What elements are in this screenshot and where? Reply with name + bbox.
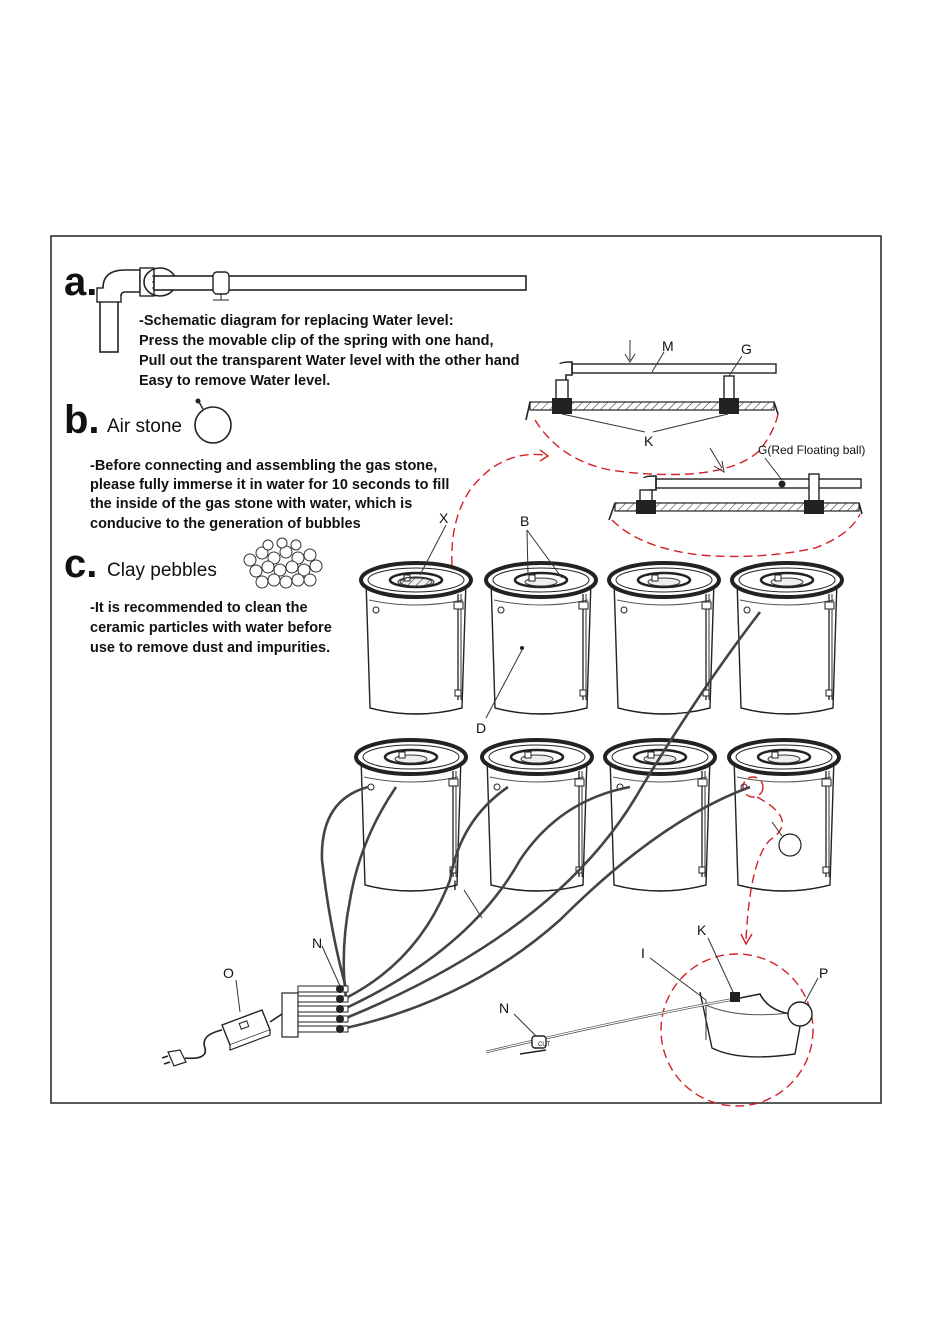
section-a-text: -Schematic diagram for replacing Water l… [139, 313, 520, 389]
airstone-detail-highlight [660, 953, 814, 1107]
section-c-title: Clay pebbles [107, 560, 217, 581]
diagram-frame [50, 235, 882, 1104]
air-tubes [320, 611, 762, 1030]
label-k-detail: K [697, 922, 707, 938]
bucket-row-bottom [354, 738, 841, 946]
bucket-7 [603, 738, 717, 893]
section-b-line-4: conducive to the generation of bubbles [90, 516, 361, 532]
section-b-line-2: please fully immerse it in water for 10 … [90, 477, 449, 493]
section-c-text: -It is recommended to clean the ceramic … [90, 600, 332, 656]
label-p: P [819, 965, 828, 981]
section-b-text: -Before connecting and assembling the ga… [90, 458, 449, 532]
bucket-6 [480, 738, 594, 893]
air-stone-detail-icon [787, 1001, 813, 1027]
bucket-2 [484, 561, 598, 716]
red-floating-ball-icon [778, 480, 786, 488]
bucket-5 [354, 738, 468, 893]
section-b-line-1: -Before connecting and assembling the ga… [90, 458, 437, 474]
lid-detail-lower-highlight [611, 513, 861, 558]
label-cut-mark: CUT [538, 1042, 551, 1048]
label-g: G [741, 341, 752, 357]
lid-detail-highlight [534, 413, 779, 476]
air-stone-icon [194, 398, 232, 444]
air-pump-icon [161, 1009, 283, 1067]
airstone-detail: CUT [485, 953, 814, 1107]
label-i-detail: I [641, 945, 645, 961]
section-c-line-3: use to remove dust and impurities. [90, 640, 330, 656]
section-b-marker: b. [64, 398, 100, 442]
water-level-pipe-icon [96, 267, 527, 353]
label-x: X [439, 510, 449, 526]
section-a-line-2: Press the movable clip of the spring wit… [139, 333, 494, 349]
check-valve-icon [531, 1035, 547, 1049]
label-g-red-floating-ball: G(Red Floating ball) [758, 443, 865, 457]
label-k-top: K [644, 433, 654, 449]
section-a-line-4: Easy to remove Water level. [139, 373, 330, 389]
air-manifold [281, 985, 349, 1038]
lid-detail-lower: G(Red Floating ball) [608, 443, 865, 558]
label-o: O [223, 965, 234, 981]
bucket-row-top: X B D [359, 510, 844, 736]
section-c-line-2: ceramic particles with water before [90, 620, 332, 636]
label-m: M [662, 338, 674, 354]
section-a-line-3: Pull out the transparent Water level wit… [139, 353, 520, 369]
detail-link-arrow [451, 453, 546, 566]
net-pot-icon [397, 576, 435, 588]
section-b-line-3: the inside of the gas stone with water, … [90, 496, 412, 512]
bucket-4 [730, 561, 844, 716]
section-c: c. Clay pebbles -It is recommended to cl… [64, 537, 332, 656]
section-c-marker: c. [64, 542, 97, 586]
section-c-line-1: -It is recommended to clean the [90, 600, 308, 616]
clay-pebbles-icon [243, 537, 323, 589]
lid-detail-top: M G K [525, 338, 779, 476]
bucket-8 [727, 738, 841, 893]
label-b: B [520, 513, 529, 529]
label-n-detail: N [499, 1000, 509, 1016]
label-i-mid: I [453, 877, 457, 893]
section-a-line-1: -Schematic diagram for replacing Water l… [139, 313, 454, 329]
label-n-left: N [312, 935, 322, 951]
section-b: b. Air stone -Before connecting and asse… [64, 398, 449, 532]
label-d: D [476, 720, 486, 736]
section-b-title: Air stone [107, 416, 182, 437]
section-a: a. -Schematic diagram for replacing Wate… [64, 260, 527, 389]
section-a-marker: a. [64, 260, 97, 304]
